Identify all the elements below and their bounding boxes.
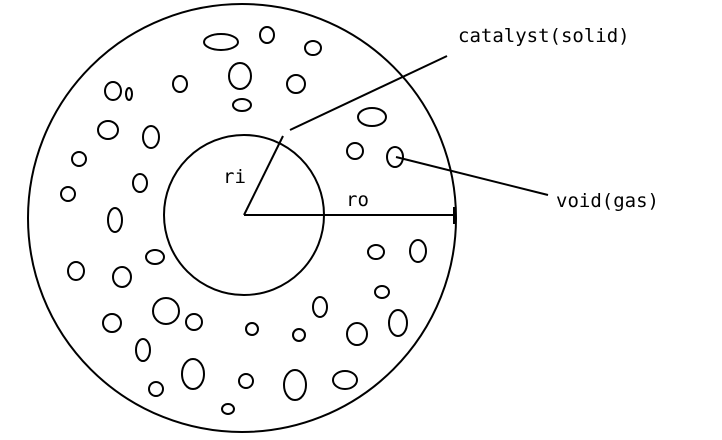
void-label: void(gas) bbox=[556, 190, 659, 212]
void-pore bbox=[125, 87, 133, 101]
radius-ri-line bbox=[243, 135, 284, 216]
void-pore bbox=[409, 239, 427, 263]
void-pore bbox=[357, 107, 387, 127]
void-pore bbox=[112, 266, 132, 288]
void-pore bbox=[185, 313, 203, 331]
void-pore bbox=[374, 285, 390, 299]
void-pore bbox=[346, 322, 368, 346]
void-pore bbox=[145, 249, 165, 265]
void-pore bbox=[102, 313, 122, 333]
void-pore bbox=[232, 98, 252, 112]
void-pore bbox=[152, 297, 180, 325]
void-pore bbox=[181, 358, 205, 390]
void-pore bbox=[388, 309, 408, 337]
catalyst-leader-line bbox=[289, 55, 448, 131]
void-pore bbox=[228, 62, 252, 90]
void-pore bbox=[292, 328, 306, 342]
void-pore bbox=[107, 207, 123, 233]
void-pore bbox=[97, 120, 119, 140]
void-pore bbox=[386, 146, 404, 168]
void-pore bbox=[238, 373, 254, 389]
void-pore bbox=[71, 151, 87, 167]
ri-label: ri bbox=[223, 166, 246, 188]
void-pore bbox=[245, 322, 259, 336]
catalyst-label: catalyst(solid) bbox=[458, 25, 630, 47]
void-pore bbox=[148, 381, 164, 397]
void-pore bbox=[203, 33, 239, 51]
void-pore bbox=[367, 244, 385, 260]
void-pore bbox=[142, 125, 160, 149]
void-leader-line bbox=[395, 156, 549, 196]
void-pore bbox=[221, 403, 235, 415]
void-pore bbox=[132, 173, 148, 193]
outer-particle-circle bbox=[27, 3, 457, 433]
void-pore bbox=[172, 75, 188, 93]
void-pores bbox=[60, 26, 427, 415]
void-pore bbox=[135, 338, 151, 362]
ro-label: ro bbox=[346, 189, 369, 211]
void-pore bbox=[60, 186, 76, 202]
void-pore bbox=[346, 142, 364, 160]
void-pore bbox=[304, 40, 322, 56]
void-pore bbox=[104, 81, 122, 101]
void-pore bbox=[312, 296, 328, 318]
void-pore bbox=[283, 369, 307, 401]
void-pore bbox=[286, 74, 306, 94]
void-pore bbox=[259, 26, 275, 44]
void-pore bbox=[67, 261, 85, 281]
void-pore bbox=[332, 370, 358, 390]
